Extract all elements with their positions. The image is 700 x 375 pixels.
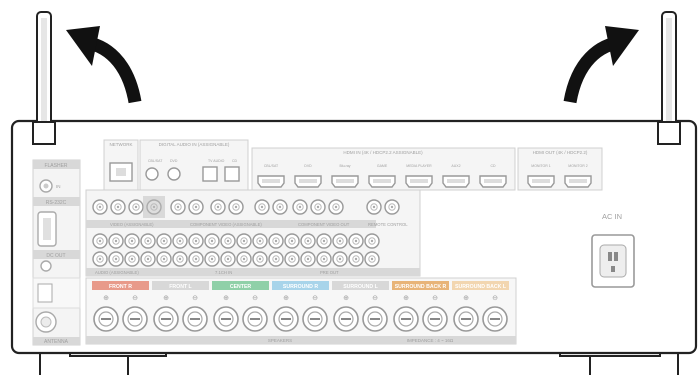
hdmi-in-label-2: DVD bbox=[304, 164, 312, 168]
speaker-group-label-3: CENTER bbox=[230, 284, 252, 290]
dc-out-label: DC OUT bbox=[46, 253, 65, 259]
antenna-label: ANTENNA bbox=[44, 339, 69, 345]
speaker-group-band-3 bbox=[212, 281, 269, 290]
hdmi-out-ports: MONITOR 1 MONITOR 2 bbox=[527, 164, 592, 188]
polarity-mark: ⊖ bbox=[132, 295, 138, 302]
polarity-mark: ⊖ bbox=[432, 295, 438, 302]
audio-assignable-label: AUDIO (ASSIGNABLE) bbox=[95, 270, 139, 275]
rca-jacks bbox=[92, 196, 400, 267]
polarity-mark: ⊕ bbox=[223, 295, 229, 302]
polarity-mark: ⊖ bbox=[492, 295, 498, 302]
hdmi-in-label-4: GAME bbox=[377, 164, 388, 168]
polarity-mark: ⊖ bbox=[372, 295, 378, 302]
component-video-out-label: COMPONENT VIDEO OUT bbox=[298, 222, 350, 227]
impedance-label: IMPEDANCE : 4 ~ 16Ω bbox=[407, 338, 454, 343]
left-control-column: FLASHER IN RS-232C DC OUT ANTENNA bbox=[32, 159, 81, 346]
ch7-in-label: 7.1CH IN bbox=[215, 270, 232, 275]
hdmi-in-label-3: Blu-ray bbox=[339, 164, 350, 168]
speaker-group-label-2: FRONT L bbox=[169, 284, 192, 290]
ac-inlet-group: AC IN bbox=[591, 212, 635, 288]
svg-text:CD: CD bbox=[232, 159, 238, 163]
polarity-mark: ⊕ bbox=[283, 295, 289, 302]
hdmi-out-label: HDMI OUT (4K / HDCP2.2) bbox=[533, 150, 588, 155]
speaker-group-band-1 bbox=[92, 281, 149, 290]
polarity-mark: ⊕ bbox=[103, 295, 109, 302]
pre-out-label: PRE OUT bbox=[320, 270, 339, 275]
svg-text:DVD: DVD bbox=[170, 159, 178, 163]
speaker-group-label-5: SURROUND L bbox=[343, 284, 378, 290]
polarity-mark: ⊖ bbox=[252, 295, 258, 302]
speaker-group-band-4 bbox=[272, 281, 329, 290]
svg-text:TV AUDIO: TV AUDIO bbox=[208, 159, 225, 163]
left-raise-arrow bbox=[66, 26, 142, 104]
polarity-mark: ⊕ bbox=[463, 295, 469, 302]
svg-text:IN: IN bbox=[56, 184, 61, 189]
left-antenna bbox=[32, 11, 56, 145]
optical-jack-1[interactable] bbox=[202, 166, 218, 182]
speaker-terminals: ⊕ ⊖ ⊕ ⊖ ⊕ ⊖ ⊕ ⊖ ⊕ ⊖ ⊕ ⊖ ⊕ ⊖ bbox=[93, 295, 508, 332]
ac-in-label: AC IN bbox=[602, 212, 622, 221]
speaker-group-band-5 bbox=[332, 281, 389, 290]
speaker-group-label-1: FRONT R bbox=[109, 284, 132, 290]
hdmi-in-label-7: CD bbox=[490, 164, 496, 168]
speakers-label: SPEAKERS bbox=[268, 338, 292, 343]
video-assignable-label: VIDEO (ASSIGNABLE) bbox=[110, 222, 154, 227]
digital-audio-in-label: DIGITAL AUDIO IN (ASSIGNABLE) bbox=[159, 142, 230, 147]
speaker-group-band-2 bbox=[152, 281, 209, 290]
speaker-group-label-7: SURROUND BACK L bbox=[455, 284, 507, 290]
network-label: NETWORK bbox=[110, 142, 133, 147]
polarity-mark: ⊖ bbox=[312, 295, 318, 302]
speaker-group-band-7 bbox=[452, 281, 509, 290]
rs232c-label: RS-232C bbox=[46, 200, 67, 206]
dc-out-jack[interactable] bbox=[40, 260, 52, 272]
coaxial-jack-2[interactable] bbox=[167, 167, 181, 181]
polarity-mark: ⊕ bbox=[403, 295, 409, 302]
polarity-mark: ⊕ bbox=[343, 295, 349, 302]
speaker-group-label-6: SURROUND BACK R bbox=[395, 284, 447, 290]
polarity-mark: ⊕ bbox=[163, 295, 169, 302]
remote-control-label: REMOTE CONTROL bbox=[368, 222, 408, 227]
top-connector-row: NETWORK DIGITAL AUDIO IN (ASSIGNABLE) CB… bbox=[103, 139, 603, 191]
hdmi-in-label: HDMI IN (4K / HDCP2.2 ASSIGNABLE) bbox=[343, 150, 423, 155]
hdmi-in-label-1: CBL/SAT bbox=[264, 164, 279, 168]
hdmi-in-label-6: AUX2 bbox=[451, 164, 460, 168]
optical-jack-2[interactable] bbox=[224, 166, 240, 182]
flasher-label: FLASHER bbox=[44, 163, 67, 169]
right-antenna bbox=[657, 11, 681, 145]
speaker-group-labels: FRONT R FRONT L CENTER SURROUND R SURROUND L… bbox=[92, 281, 509, 290]
speaker-terminal-area: FRONT R FRONT L CENTER SURROUND R SURROUND L… bbox=[85, 277, 517, 345]
speaker-group-band-6 bbox=[392, 281, 449, 290]
hdmi-in-ports: CBL/SAT DVD Blu-ray GAME MEDIA PLAYER AUX2 CD bbox=[257, 164, 507, 188]
polarity-mark: ⊖ bbox=[192, 295, 198, 302]
hdmi-out-label-2: MONITOR 2 bbox=[568, 164, 587, 168]
rca-jack-area: VIDEO (ASSIGNABLE) COMPONENT VIDEO (ASSI… bbox=[85, 189, 421, 277]
right-raise-arrow bbox=[563, 26, 639, 104]
svg-text:CBL/SAT: CBL/SAT bbox=[148, 159, 163, 163]
hdmi-in-label-5: MEDIA PLAYER bbox=[406, 164, 432, 168]
coaxial-jack-1[interactable] bbox=[145, 167, 159, 181]
speaker-group-label-4: SURROUND R bbox=[283, 284, 318, 290]
component-video-label: COMPONENT VIDEO (ASSIGNABLE) bbox=[190, 222, 262, 227]
hdmi-out-label-1: MONITOR 1 bbox=[531, 164, 550, 168]
